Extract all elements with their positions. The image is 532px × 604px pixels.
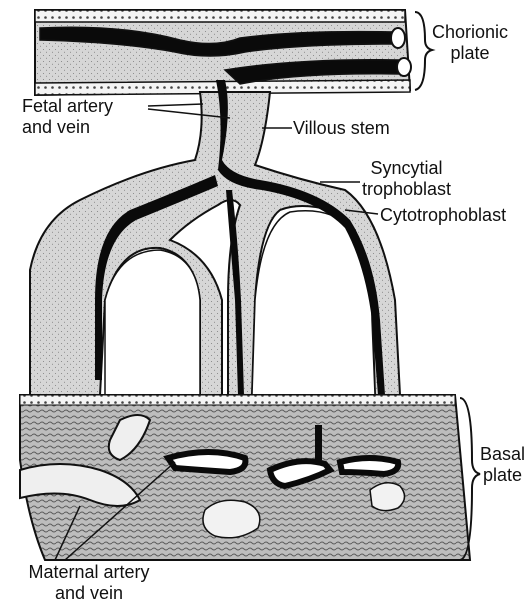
- label-villous-stem: Villous stem: [293, 118, 390, 139]
- label-fetal-artery-vein: Fetal artery and vein: [22, 96, 113, 138]
- label-cytotrophoblast: Cytotrophoblast: [380, 205, 506, 226]
- label-basal-plate: Basal plate: [480, 444, 525, 486]
- label-chorionic-plate: Chorionic plate: [432, 22, 508, 64]
- label-maternal-artery-vein: Maternal artery and vein: [14, 562, 164, 604]
- leader-fetal-artery: [148, 104, 203, 106]
- chorionic-bracket: [415, 12, 432, 90]
- label-syncytial-trophoblast: Syncytial trophoblast: [362, 158, 451, 200]
